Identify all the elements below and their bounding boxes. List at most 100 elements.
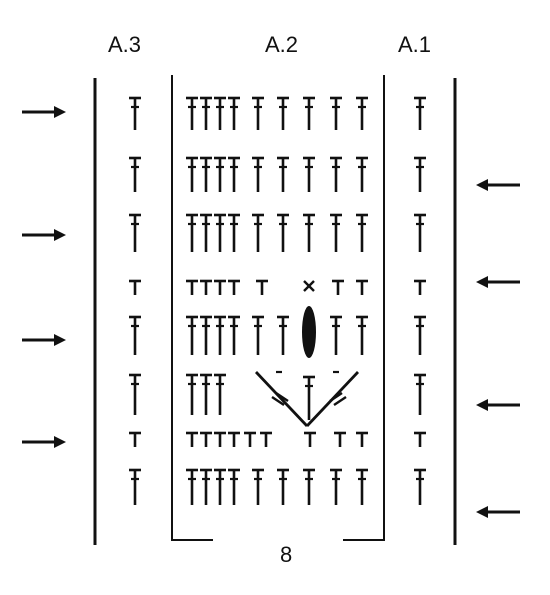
- a2-treble-symbol: [200, 213, 212, 252]
- a2-treble-symbol: [252, 96, 264, 130]
- a2-treble-symbol: [330, 156, 342, 192]
- a3-half-treble-symbol: [129, 431, 141, 447]
- a2-treble-symbol: [214, 468, 226, 505]
- a2-treble-symbol: [228, 213, 240, 252]
- a2-treble-symbol: [200, 373, 212, 415]
- a2-half-treble-symbol: [228, 279, 240, 295]
- a3-treble-symbol: [129, 468, 141, 505]
- a3-treble-symbol: [129, 315, 141, 355]
- a2-treble-symbol: [356, 156, 368, 192]
- a2-treble-symbol: [277, 315, 289, 355]
- header-a1: A.1: [398, 32, 431, 57]
- a2-treble-symbol: [214, 213, 226, 252]
- arrow-right-icon: [22, 106, 66, 118]
- a2-half-treble-symbol: [332, 279, 344, 295]
- a2-half-treble-symbol: [186, 279, 198, 295]
- header-a3: A.3: [108, 32, 141, 57]
- a2-treble-symbol: [228, 315, 240, 355]
- a2-half-treble-symbol: [228, 431, 240, 447]
- a3-treble-symbol: [129, 156, 141, 192]
- a2-half-treble-symbol: [214, 279, 226, 295]
- a2-treble-symbol: [356, 96, 368, 130]
- a3-treble-symbol: [129, 96, 141, 130]
- arrow-left-icon: [476, 179, 520, 191]
- a2-treble-symbol: [330, 213, 342, 252]
- a1-treble-symbol: [414, 213, 426, 252]
- a2-treble-symbol: [330, 96, 342, 130]
- a2-treble-symbol: [252, 468, 264, 505]
- a2-treble-symbol: [303, 468, 315, 505]
- arrow-left-icon: [476, 399, 520, 411]
- a2-treble-symbol: [214, 373, 226, 415]
- a2-treble-symbol: [356, 468, 368, 505]
- a2-treble-symbol: [186, 213, 198, 252]
- a1-treble-symbol: [414, 315, 426, 355]
- a2-half-treble-symbol: [334, 431, 346, 447]
- a2-treble-symbol: [356, 213, 368, 252]
- stitch-grid: [129, 96, 426, 505]
- a3-treble-symbol: [129, 373, 141, 415]
- a2-treble-symbol: [200, 96, 212, 130]
- a1-treble-symbol: [414, 156, 426, 192]
- a2-treble-symbol: [200, 468, 212, 505]
- a2-treble-symbol: [277, 468, 289, 505]
- a2-half-treble-symbol: [200, 431, 212, 447]
- a2-treble-symbol: [200, 315, 212, 355]
- a2-treble-symbol: [303, 96, 315, 130]
- a2-half-treble-symbol: [256, 279, 268, 295]
- a2-treble-symbol: [277, 213, 289, 252]
- crossed-treble-symbol: [254, 370, 360, 427]
- arrow-right-icon: [22, 436, 66, 448]
- a1-half-treble-symbol: [414, 279, 426, 295]
- a2-treble-symbol: [330, 468, 342, 505]
- a2-half-treble-symbol: [244, 431, 256, 447]
- a2-half-treble-symbol: [356, 279, 368, 295]
- a2-treble-symbol: [303, 156, 315, 192]
- a3-treble-symbol: [129, 213, 141, 252]
- a1-treble-symbol: [414, 468, 426, 505]
- a2-treble-symbol: [200, 156, 212, 192]
- a2-treble-symbol: [186, 156, 198, 192]
- a2-treble-symbol: [214, 315, 226, 355]
- bobble-symbol: [302, 306, 316, 358]
- arrow-right-icon: [22, 334, 66, 346]
- a2-treble-symbol: [228, 468, 240, 505]
- a3-half-treble-symbol: [129, 279, 141, 295]
- a2-half-treble-symbol: [304, 431, 316, 447]
- a2-treble-symbol: [277, 156, 289, 192]
- a2-half-treble-symbol: [186, 431, 198, 447]
- a2-treble-symbol: [356, 315, 368, 355]
- arrow-right-icon: [22, 229, 66, 241]
- x-symbol: [303, 280, 315, 292]
- a2-treble-symbol: [214, 156, 226, 192]
- a2-half-treble-symbol: [214, 431, 226, 447]
- a2-treble-symbol: [330, 315, 342, 355]
- row-arrows: [22, 106, 520, 518]
- a2-treble-symbol: [228, 96, 240, 130]
- repeat-bracket-left: [171, 75, 213, 541]
- a2-treble-symbol: [303, 375, 315, 420]
- a2-treble-symbol: [214, 96, 226, 130]
- a2-half-treble-symbol: [260, 431, 272, 447]
- a2-treble-symbol: [186, 468, 198, 505]
- a2-treble-symbol: [186, 373, 198, 415]
- a2-half-treble-symbol: [356, 431, 368, 447]
- arrow-left-icon: [476, 276, 520, 288]
- a2-treble-symbol: [186, 315, 198, 355]
- a2-treble-symbol: [277, 96, 289, 130]
- a2-half-treble-symbol: [200, 279, 212, 295]
- a2-treble-symbol: [252, 213, 264, 252]
- a2-treble-symbol: [186, 96, 198, 130]
- a2-treble-symbol: [252, 315, 264, 355]
- header-a2: A.2: [265, 32, 298, 57]
- arrow-left-icon: [476, 506, 520, 518]
- repeat-count: 8: [280, 542, 292, 567]
- a1-treble-symbol: [414, 96, 426, 130]
- a2-treble-symbol: [228, 156, 240, 192]
- repeat-bracket-right: [343, 75, 385, 541]
- a1-treble-symbol: [414, 373, 426, 415]
- a2-treble-symbol: [252, 156, 264, 192]
- a2-treble-symbol: [303, 213, 315, 252]
- a1-half-treble-symbol: [414, 431, 426, 447]
